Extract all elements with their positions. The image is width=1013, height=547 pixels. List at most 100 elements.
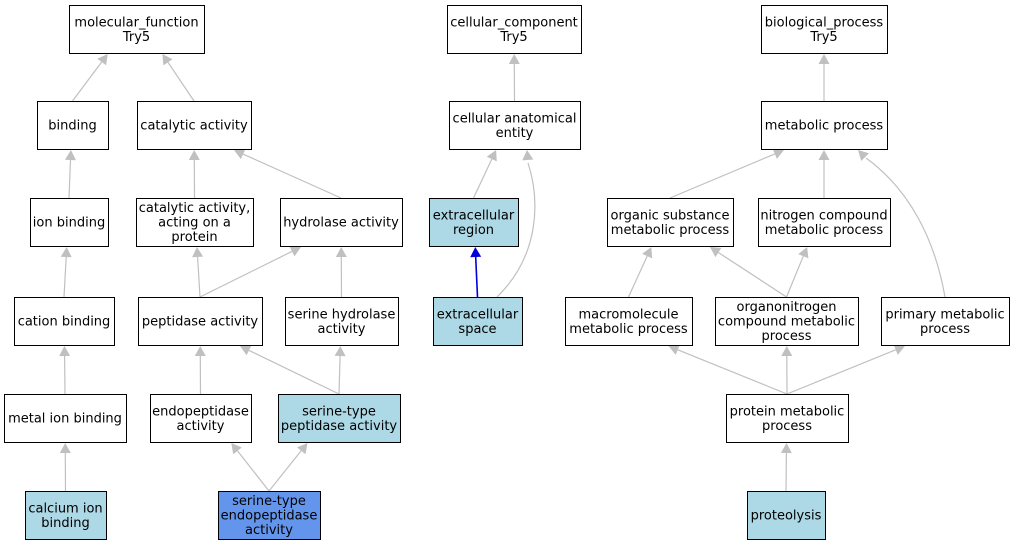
arrowhead-icon [231, 443, 242, 455]
node-label: cation binding [18, 315, 111, 330]
edge-cell-anat-to-cc-root [508, 54, 520, 102]
edge-line [248, 349, 340, 395]
edge-line [627, 255, 648, 298]
go-term-node-cation[interactable]: cation binding [14, 297, 115, 346]
node-box [4, 394, 127, 443]
node-box [449, 101, 581, 150]
node-box [881, 297, 1010, 346]
arrowhead-icon [668, 344, 680, 355]
go-term-node-hydrolase[interactable]: hydrolase activity [280, 198, 403, 247]
go-term-node-catalytic[interactable]: catalytic activity [137, 101, 252, 150]
node-box [14, 297, 115, 346]
go-term-node-peptidase[interactable]: peptidase activity [138, 297, 263, 346]
edge-peptidase-to-cat-protein [192, 247, 204, 298]
node-label: cellular anatomical [453, 111, 577, 126]
node-label: proteolysis [751, 509, 822, 524]
edge-serine-hyd-to-hydrolase [335, 247, 347, 298]
arrowhead-icon [162, 54, 173, 66]
edge-line [677, 349, 788, 395]
node-box [429, 198, 519, 247]
edge-extra-space-to-cell-anat [496, 150, 536, 298]
edge-line [474, 256, 479, 298]
arrowhead-icon [59, 443, 71, 453]
node-box [726, 394, 849, 443]
arrowhead-icon [858, 150, 869, 161]
edge-line [786, 349, 896, 395]
node-label: metabolic process [611, 223, 730, 238]
arrowhead-icon [60, 247, 72, 258]
node-label: metabolic process [765, 119, 884, 134]
node-box [30, 198, 109, 247]
node-label: activity [245, 523, 293, 538]
arrowhead-icon [188, 150, 200, 160]
node-label: extracellular [433, 208, 515, 223]
arrowhead-icon [335, 247, 347, 257]
edge-line [718, 251, 787, 298]
go-term-node-binding[interactable]: binding [37, 101, 109, 150]
arrowhead-icon [334, 346, 346, 357]
edge-line [72, 61, 103, 102]
edge-catalytic-to-mf-root [162, 54, 195, 102]
edge-line [197, 256, 201, 298]
node-label: biological_process [765, 15, 884, 30]
node-box [607, 198, 734, 247]
edge-metal-ion-to-cation [59, 346, 71, 395]
node-label: organonitrogen [737, 300, 837, 315]
edge-binding-to-mf-root [72, 54, 108, 102]
arrowhead-icon [798, 247, 809, 259]
edge-primary-to-metabolic [858, 150, 946, 298]
edge-line [68, 159, 72, 199]
edge-endopep-to-peptidase [194, 346, 206, 395]
node-label: Try5 [809, 30, 837, 45]
edge-line [338, 355, 341, 395]
edge-cat-protein-to-catalytic [188, 150, 200, 199]
node-label: process [920, 322, 970, 337]
go-term-node-proteolysis[interactable]: proteolysis [747, 491, 826, 540]
edge-nitrogen-to-metabolic [818, 150, 830, 198]
node-label: extracellular [437, 307, 519, 322]
go-term-node-metabolic[interactable]: metabolic process [761, 101, 888, 150]
edge-serine-endo-to-endopep [231, 443, 270, 492]
go-term-node-ion-binding[interactable]: ion binding [30, 198, 109, 247]
node-label: process [762, 329, 812, 344]
node-label: catalytic activity [140, 119, 248, 134]
node-label: compound metabolic [718, 315, 855, 330]
arrowhead-icon [642, 247, 653, 259]
node-label: activity [177, 419, 225, 434]
node-label: primary metabolic [885, 307, 1004, 322]
node-label: entity [496, 126, 534, 141]
arrowhead-icon [59, 346, 71, 357]
node-box [285, 297, 399, 346]
node-label: hydrolase activity [283, 216, 399, 231]
arrowhead-icon [470, 247, 482, 258]
node-label: serine hydrolase [288, 307, 396, 322]
node-box [565, 297, 693, 346]
node-label: macromolecule [578, 307, 678, 322]
go-term-node-metal-ion[interactable]: metal ion binding [4, 394, 127, 443]
arrowhead-icon [522, 150, 534, 161]
node-label: serine-type [302, 404, 376, 419]
node-label: metabolic process [765, 223, 884, 238]
arrowhead-icon [772, 148, 784, 159]
node-label: binding [41, 516, 89, 531]
